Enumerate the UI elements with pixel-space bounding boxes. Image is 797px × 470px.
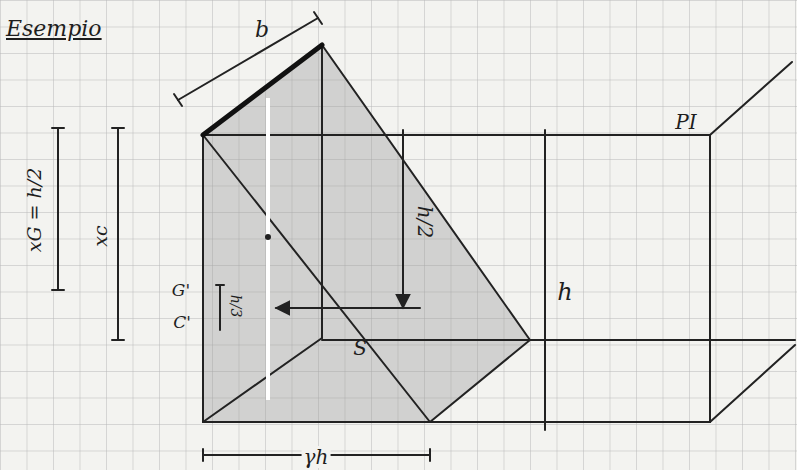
dimension-label: γh	[302, 446, 331, 468]
dimension-label: xG = h/2	[24, 166, 45, 255]
dimension-label: S	[351, 337, 369, 359]
dimension-label: h	[555, 279, 574, 305]
dimension-label: b	[253, 18, 271, 42]
dimension-label: xc	[90, 223, 111, 248]
centroid-line	[266, 98, 270, 400]
dimension-label: PI	[673, 111, 698, 133]
pressure-prism	[203, 45, 530, 422]
dimension-label: h/2	[414, 204, 436, 240]
dimension-label: C'	[171, 313, 193, 332]
title: Esempio	[6, 16, 102, 41]
dimension-label: G'	[170, 281, 192, 300]
dimension-label: h/3	[228, 293, 244, 320]
wall-edge	[203, 45, 322, 135]
